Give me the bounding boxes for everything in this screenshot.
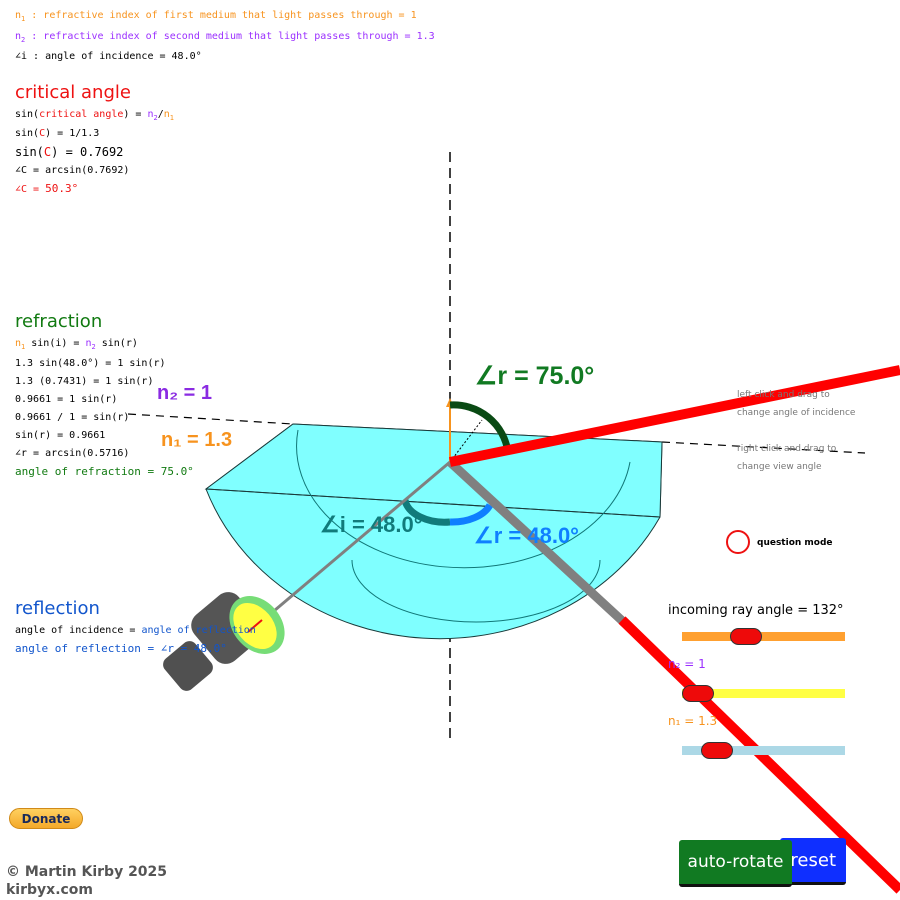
copyright: © Martin Kirby 2025 <box>6 864 168 880</box>
critical-line-4: ∠C = arcsin(0.7692) <box>15 165 130 176</box>
question-mode-toggle[interactable] <box>726 530 750 554</box>
refraction-line-3: 1.3 (0.7431) = 1 sin(r) <box>15 376 154 387</box>
n2-slider-knob[interactable] <box>682 685 714 702</box>
reflected-ray <box>446 458 634 632</box>
donate-button[interactable]: Donate <box>9 808 83 829</box>
n2-scene-label: n₂ = 1 <box>157 382 212 404</box>
n2-slider-track[interactable] <box>682 689 845 698</box>
surface-extension-left <box>127 413 294 425</box>
incident-ray <box>254 460 451 629</box>
critical-line-2: sin(C) = 1/1.3 <box>15 128 100 139</box>
incoming-angle-knob[interactable] <box>730 628 762 645</box>
n1-info: n1 : refractive index of first medium th… <box>15 10 417 23</box>
hint-left-1: left click and drag to <box>737 390 830 400</box>
angle-arc-outer <box>296 429 631 569</box>
critical-angle-heading: critical angle <box>15 82 131 103</box>
critical-line-3: sin(C) = 0.7692 <box>15 145 124 159</box>
n2-slider-label: n₂ = 1 <box>668 657 706 671</box>
incidence-angle-arc <box>401 499 451 526</box>
question-mode-label: question mode <box>757 538 833 548</box>
refracted-ray <box>448 365 900 467</box>
incoming-angle-track[interactable] <box>682 632 845 641</box>
refraction-line-1: n1 sin(i) = n2 sin(r) <box>15 338 138 351</box>
refraction-line-8: angle of refraction = 75.0° <box>15 465 194 478</box>
reflected-ray-exit <box>618 616 900 894</box>
n1-slider-knob[interactable] <box>701 742 733 759</box>
refraction-line-5: 0.9661 / 1 = sin(r) <box>15 412 130 423</box>
n2-info: n2 : refractive index of second medium t… <box>15 31 435 44</box>
torch-icon[interactable] <box>160 585 296 694</box>
critical-line-1: sin(critical angle) = n2/n1 <box>15 109 175 122</box>
refraction-line-6: sin(r) = 0.9661 <box>15 430 106 441</box>
surface-extension-right <box>661 441 866 454</box>
hint-left-2: change angle of incidence <box>737 408 856 418</box>
site-link[interactable]: kirbyx.com <box>6 882 94 898</box>
hint-right-2: change view angle <box>737 462 822 472</box>
refraction-line-2: 1.3 sin(48.0°) = 1 sin(r) <box>15 358 166 369</box>
n1-slider-track[interactable] <box>682 746 845 755</box>
reflection-line-1: angle of incidence = angle of reflection <box>15 625 256 636</box>
reflection-line-2: angle of reflection = ∠r = 48.0° <box>15 642 227 655</box>
reflection-heading: reflection <box>15 598 100 619</box>
reflection-angle-arc <box>449 503 494 526</box>
n1-scene-label: n₁ = 1.3 <box>161 429 232 451</box>
angle-i-info: ∠i : angle of incidence = 48.0° <box>15 51 202 62</box>
n1-slider-label: n₁ = 1.3 <box>668 714 718 728</box>
auto-rotate-button[interactable]: auto-rotate <box>679 840 792 887</box>
refraction-angle-label: ∠r = 75.0° <box>475 362 594 390</box>
incoming-angle-label: incoming ray angle = 132° <box>668 603 844 618</box>
refraction-line-4: 0.9661 = 1 sin(r) <box>15 394 118 405</box>
refraction-heading: refraction <box>15 311 103 332</box>
refraction-line-7: ∠r = arcsin(0.5716) <box>15 448 130 459</box>
incidence-angle-label: ∠i = 48.0° <box>320 512 423 537</box>
refraction-angle-arc <box>449 401 512 453</box>
critical-line-5: ∠C = 50.3° <box>15 182 79 195</box>
reflection-angle-label: ∠r = 48.0° <box>474 523 579 548</box>
hint-right-1: right click and drag to <box>737 444 837 454</box>
